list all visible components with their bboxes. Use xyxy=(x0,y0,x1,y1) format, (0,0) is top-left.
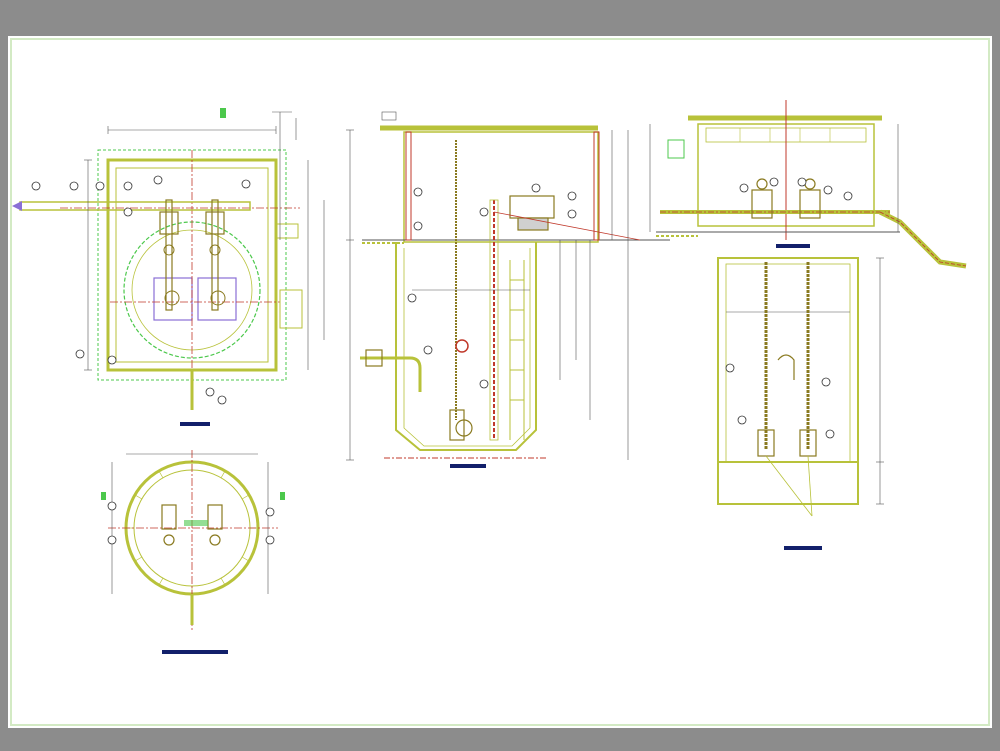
right-title-bar xyxy=(776,244,810,248)
plan-dimension-lines xyxy=(84,111,325,371)
section-red-valve xyxy=(455,339,469,353)
sheet-border xyxy=(10,38,990,726)
right-note-block xyxy=(817,517,943,535)
section-view-center xyxy=(346,111,670,468)
plan-riser-left xyxy=(165,199,173,311)
section-wet-well-inner xyxy=(403,248,531,447)
section-wet-well xyxy=(395,242,537,451)
circular-marker-right xyxy=(280,492,285,500)
circular-title-bar xyxy=(162,650,228,654)
pump-icon xyxy=(161,504,223,546)
right-wet-well-outer xyxy=(717,257,859,505)
plan-pump-base-right xyxy=(197,277,237,321)
right-bottom-title-bar xyxy=(784,546,822,550)
plan-hatch-door xyxy=(279,289,303,329)
circular-marker-left xyxy=(101,492,106,500)
section-label-box xyxy=(381,111,397,121)
section-red-column-right xyxy=(593,131,600,241)
plan-title-bar xyxy=(180,422,210,426)
section-inlet-pipe xyxy=(360,356,422,392)
section-superstructure xyxy=(403,131,599,243)
plan-pump-base-left xyxy=(153,277,193,321)
gate-valve-icon xyxy=(159,211,226,306)
plan-riser-right xyxy=(211,199,219,311)
circular-wet-well-plan xyxy=(101,450,285,654)
right-dimension-lines xyxy=(649,124,899,505)
section-riser-outline xyxy=(489,199,499,441)
section-discharge-red xyxy=(493,211,641,241)
plan-north-marker xyxy=(220,108,226,118)
right-leader-lines xyxy=(765,455,813,517)
circular-center-plate xyxy=(184,520,208,526)
section-inlet-fitting xyxy=(365,349,383,367)
section-title-bar xyxy=(450,464,486,468)
section-red-column-left xyxy=(405,131,412,241)
right-stair xyxy=(667,139,685,159)
right-outfall-red xyxy=(879,211,967,267)
flow-arrow-icon xyxy=(12,201,22,211)
plan-side-inlet xyxy=(275,223,299,239)
section-view-right xyxy=(649,100,967,550)
circular-dimension-lines xyxy=(111,453,269,594)
plan-view-pump-station xyxy=(12,108,325,426)
circle-callout-icon xyxy=(31,175,853,545)
right-truss-webs xyxy=(739,128,831,142)
paper-sheet xyxy=(8,36,992,728)
section-dimension-lines xyxy=(346,129,629,461)
